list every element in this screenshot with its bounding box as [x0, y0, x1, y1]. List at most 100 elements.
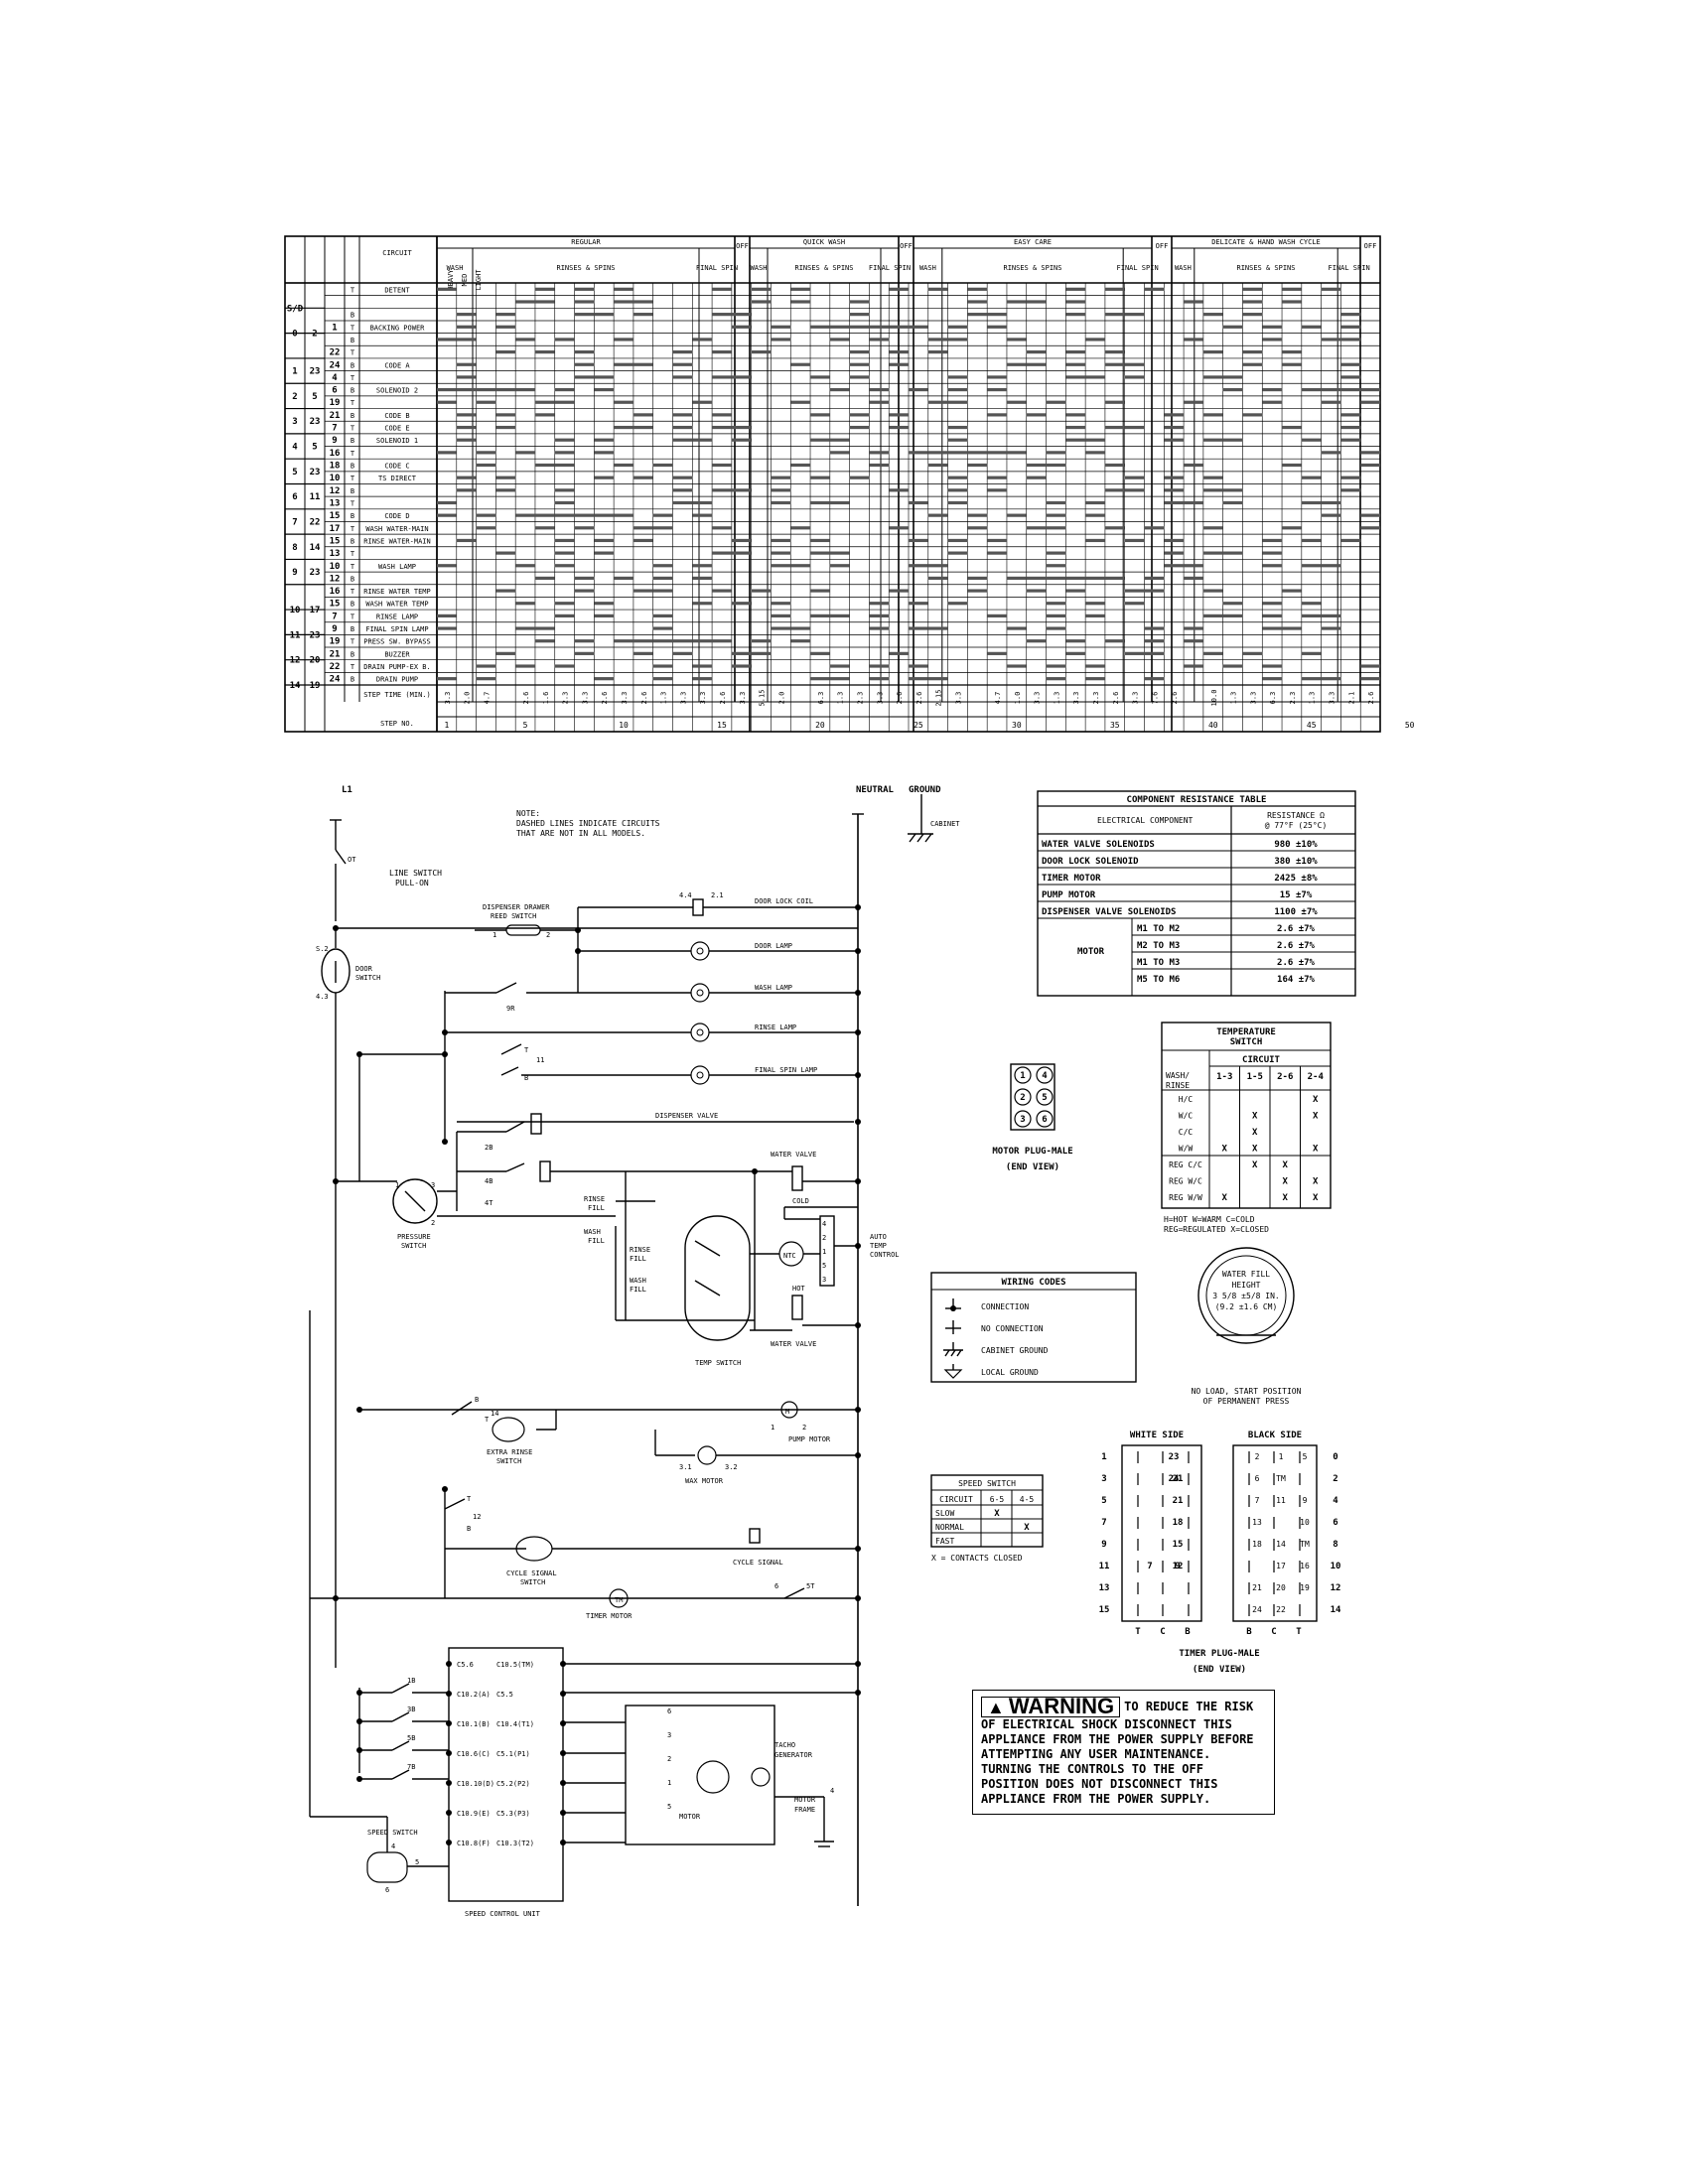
chart-bar	[614, 463, 633, 468]
chart-bar	[849, 313, 870, 317]
chart-bar	[909, 564, 928, 568]
chart-bar	[810, 438, 830, 442]
chart-bar	[869, 677, 890, 681]
chart-circuit-name: BACKING POWER	[370, 324, 426, 332]
chart-bar	[712, 526, 732, 530]
step-time-value: 2.6	[915, 692, 923, 705]
chart-bar	[614, 300, 633, 304]
chart-cycle-name: REGULAR	[571, 238, 601, 246]
resistance-value: 15 ±7%	[1280, 890, 1313, 900]
chart-bar	[614, 639, 633, 643]
chart-bar	[534, 526, 555, 530]
chart-row-pin: 6	[332, 386, 337, 396]
chart-bar	[947, 387, 968, 392]
chart-bar	[810, 589, 830, 593]
step-time-value: 1.3	[660, 692, 668, 705]
connection-dot	[446, 1810, 452, 1816]
step-time-value: 3.3	[621, 692, 629, 705]
chart-bar	[1202, 375, 1223, 379]
timer-plug-pin-label: TM	[1300, 1540, 1310, 1549]
chart-bar	[829, 564, 850, 568]
chart-row-side: B	[351, 387, 354, 395]
contact-label: 4T	[485, 1199, 493, 1207]
chart-bar	[909, 538, 928, 543]
timer-plug-pin-label: 21	[1252, 1583, 1262, 1592]
chart-bar	[1321, 287, 1341, 291]
neutral-label: NEUTRAL	[856, 785, 895, 795]
chart-bar	[614, 362, 633, 366]
local-ground-icon	[943, 1369, 963, 1379]
dispenser-reed-label: REED SWITCH	[491, 912, 536, 920]
chart-bar	[1046, 614, 1066, 617]
timer-plug-bottom-label: T	[1296, 1627, 1302, 1637]
chart-bar	[554, 463, 575, 468]
contact-blade	[495, 982, 517, 994]
temp-switch-title: SWITCH	[1230, 1037, 1263, 1047]
contact-blade	[391, 1683, 410, 1694]
temp-mark: X	[1313, 1112, 1319, 1122]
timer-plug-pin-label: 15	[1173, 1540, 1184, 1550]
timer-plug-pin-label: 24	[1169, 1474, 1180, 1484]
chart-bar	[810, 413, 830, 417]
chart-bar	[456, 375, 477, 379]
connection-dot	[333, 1178, 339, 1184]
chart-row-side: B	[351, 437, 354, 445]
chart-bar	[1340, 387, 1361, 392]
contact-label: 5T	[806, 1582, 815, 1590]
chart-bar	[927, 350, 948, 354]
chart-bar	[1282, 425, 1302, 430]
chart-bar	[672, 651, 693, 655]
speed-switch-title: SPEED SWITCH	[958, 1479, 1016, 1488]
chart-bar	[849, 413, 870, 417]
chart-bar	[1360, 513, 1380, 517]
chart-bar	[947, 425, 968, 430]
chart-bar	[810, 476, 830, 479]
chart-bar	[987, 325, 1007, 329]
timer-contact-label: 1B	[407, 1677, 415, 1685]
contact-label: 9R	[506, 1005, 515, 1013]
chart-bar	[1262, 614, 1283, 617]
chart-bar	[437, 451, 457, 455]
chart-bar	[1104, 362, 1125, 366]
chart-bar	[1164, 476, 1185, 479]
chart-bar	[495, 589, 516, 593]
chart-bar	[574, 300, 595, 304]
chart-bar	[1164, 488, 1185, 492]
chart-off-label: OFF	[1156, 242, 1169, 250]
connection-dot	[446, 1661, 452, 1667]
chart-bar	[652, 526, 673, 530]
chart-bar	[1262, 602, 1283, 606]
chart-bar	[889, 488, 909, 492]
extra-rinse-label: EXTRA RINSE	[487, 1448, 532, 1456]
motor-terminal: 6	[667, 1707, 671, 1715]
chart-bar	[437, 626, 457, 630]
chart-bar	[909, 325, 928, 329]
timer-plug-black-label: BLACK SIDE	[1248, 1431, 1302, 1440]
chart-bar	[987, 488, 1007, 492]
chart-bar	[967, 513, 988, 517]
chart-bar	[947, 325, 968, 329]
chart-bar	[495, 651, 516, 655]
chart-bar	[731, 375, 752, 379]
chart-bar	[594, 476, 615, 479]
chart-bar	[987, 651, 1007, 655]
chart-bar	[574, 526, 595, 530]
chart-bar	[1164, 425, 1185, 430]
chart-wash-temp: HEAVY	[447, 269, 455, 291]
chart-bar	[1065, 425, 1086, 430]
cabinet-ground-icon	[950, 1349, 956, 1357]
temp-mark: X	[1283, 1160, 1289, 1170]
timer-plug-pin-number: 0	[1333, 1452, 1337, 1462]
chart-bar	[1046, 513, 1066, 517]
wiring-code-item: NO CONNECTION	[981, 1324, 1044, 1333]
temp-row-label: REG W/W	[1169, 1193, 1202, 1202]
chart-bar	[1202, 526, 1223, 530]
chart-bar	[1301, 500, 1322, 505]
chart-bar	[594, 375, 615, 379]
chart-bar	[1144, 677, 1165, 681]
chart-circuit-name: CODE E	[384, 425, 409, 433]
line-switch-label: LINE SWITCH	[389, 869, 442, 878]
chart-bar	[1340, 338, 1361, 341]
chart-row-terminal: 19	[310, 681, 321, 691]
